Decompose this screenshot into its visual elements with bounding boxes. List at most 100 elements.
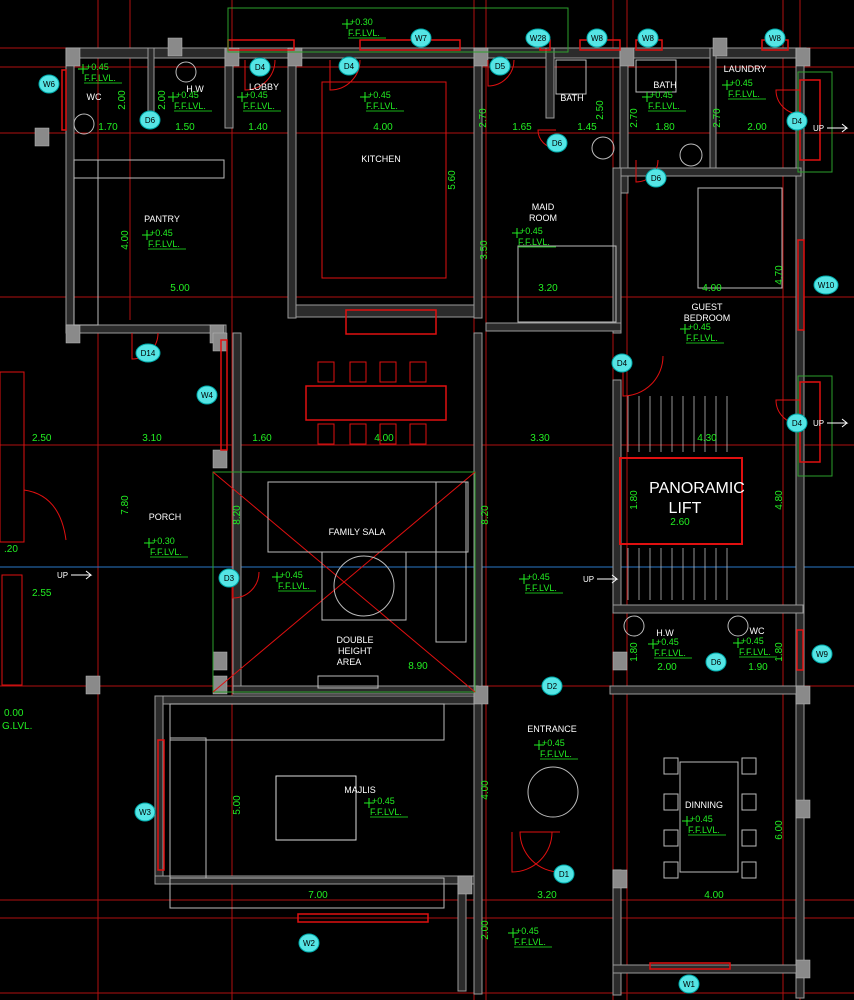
room-name: MAJLIS [344, 785, 376, 795]
kitchen-counter [345, 309, 437, 335]
door-tag: D4 [792, 419, 803, 428]
left-outline [0, 371, 25, 543]
door-tag: D6 [711, 658, 722, 667]
level-marker [680, 324, 690, 334]
dimension: 2.00 [747, 122, 767, 133]
level-value: +0.30 [350, 17, 373, 27]
dimension: 2.00 [117, 90, 128, 110]
window-tag-bubble [813, 275, 839, 295]
wall [709, 47, 717, 169]
door-tag: D14 [141, 349, 156, 358]
diag [212, 471, 476, 693]
level-marker [722, 80, 732, 90]
dimension: 3.30 [530, 433, 550, 444]
level-value: +0.45 [542, 738, 565, 748]
wall [232, 685, 479, 695]
column [457, 875, 473, 895]
level-marker [534, 740, 544, 750]
ff-level-label: F.F.LVL. [150, 547, 182, 557]
chair [317, 423, 335, 445]
wall [473, 47, 483, 319]
chair [741, 793, 757, 811]
dimension: 1.45 [577, 122, 597, 133]
chair [741, 757, 757, 775]
window-tag: W28 [530, 34, 547, 43]
ff-level-label: F.F.LVL. [654, 648, 686, 658]
dimension: 2.50 [595, 100, 606, 120]
ff-level-label: F.F.LVL. [518, 237, 550, 247]
room-name: H.W [186, 84, 204, 94]
door-tag-bubble [218, 568, 240, 588]
wall [295, 304, 475, 318]
window-frame [796, 629, 804, 671]
column [795, 959, 811, 979]
up-label: UP [813, 124, 824, 133]
window-tag-bubble [678, 974, 700, 994]
window-frame [157, 739, 165, 871]
chair [663, 861, 679, 879]
dimension: 4.00 [120, 230, 131, 250]
dimension: 2.00 [657, 662, 677, 673]
toilet [73, 113, 95, 135]
left-outline [1, 574, 23, 686]
window-tag-bubble [38, 74, 60, 94]
double-height-outline [212, 471, 476, 693]
level-value: +0.45 [690, 814, 713, 824]
room-name: PANORAMIC [649, 480, 745, 497]
window-frame [61, 69, 67, 131]
wall [612, 604, 804, 614]
level-value: +0.45 [730, 78, 753, 88]
door-tag: D4 [344, 62, 355, 71]
window-tag: W8 [769, 34, 782, 43]
window-tag: W6 [43, 80, 56, 89]
ff-level-label: F.F.LVL. [366, 101, 398, 111]
toilet [679, 143, 703, 167]
wall [154, 695, 476, 705]
dimension: 1.50 [175, 122, 195, 133]
column [795, 685, 811, 705]
chair [349, 361, 367, 383]
ff-level-label: F.F.LVL. [243, 101, 275, 111]
window-frame [220, 339, 228, 451]
room-name: ENTRANCE [527, 724, 577, 734]
round-table [333, 555, 395, 617]
window-tag-bubble [525, 28, 551, 48]
dimension: 2.50 [32, 433, 52, 444]
ff-level-label: F.F.LVL. [370, 807, 402, 817]
chair [379, 361, 397, 383]
dimension: 3.20 [537, 890, 557, 901]
dimension: 8.20 [232, 505, 243, 525]
coffee-table [321, 551, 407, 621]
dimension: 1.80 [629, 490, 640, 510]
outline [227, 7, 569, 53]
sofa [435, 481, 467, 643]
door-swing [511, 831, 553, 873]
door-tag: D3 [224, 574, 235, 583]
door-tag: D6 [552, 139, 563, 148]
chair [349, 423, 367, 445]
level-marker [237, 92, 247, 102]
dimension: .20 [4, 544, 18, 555]
dimension: 3.10 [142, 433, 162, 444]
wall [545, 47, 555, 119]
dimension: 4.80 [774, 490, 785, 510]
dimension: 4.00 [702, 283, 722, 294]
door-tag: D5 [495, 62, 506, 71]
level-marker [508, 928, 518, 938]
chair [379, 423, 397, 445]
column [212, 651, 228, 671]
entrance-table [527, 766, 579, 818]
dimension: 4.00 [704, 890, 724, 901]
wall [485, 322, 622, 332]
level-marker [342, 19, 352, 29]
wall [154, 875, 476, 885]
window-tag-bubble [410, 28, 432, 48]
dimension: 6.00 [774, 820, 785, 840]
wall [65, 324, 227, 334]
dimension: 7.00 [308, 890, 328, 901]
room-name: MAID [532, 202, 555, 212]
level-value: +0.45 [176, 90, 199, 100]
dimension: 4.00 [480, 780, 491, 800]
room-name-line2: HEIGHT [338, 646, 373, 656]
